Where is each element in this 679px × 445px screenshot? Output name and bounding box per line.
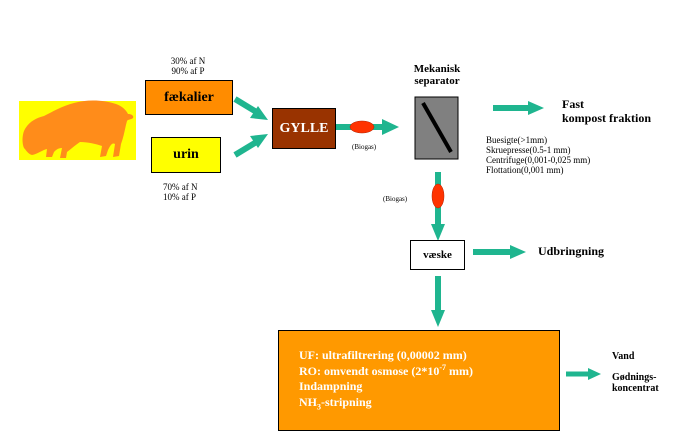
separator-screen-icon: [421, 102, 453, 153]
treatment-ro: RO: omvendt osmose (2*10-7 mm): [299, 362, 559, 380]
biogas-label-vertical: (Biogas): [383, 195, 408, 203]
faekalier-box: fækalier: [145, 80, 233, 115]
liquid-label: væske: [423, 249, 452, 261]
arrow-liquid-to-spreading: [473, 245, 526, 259]
output-concentrate-line2: koncentrat: [612, 383, 659, 394]
separator-title-line2: separator: [414, 75, 460, 87]
urin-nutrient-shares: 70% af N 10% af P: [163, 182, 203, 202]
arrow-faekalier-to-gylle: [233, 96, 268, 120]
treatment-uf: UF: ultrafiltrering (0,00002 mm): [299, 348, 467, 362]
arrow-gylle-to-separator: [336, 119, 399, 135]
method-item: Buesigte(>1mm): [486, 135, 548, 145]
treatment-box: UF: ultrafiltrering (0,00002 mm) RO: omv…: [278, 330, 560, 431]
arrow-urin-to-gylle: [233, 134, 268, 158]
arrow-separator-to-liquid: [431, 172, 445, 241]
solid-line2: kompost fraktion: [562, 111, 652, 125]
treatment-outputs: Vand Gødnings- koncentrat: [612, 351, 659, 394]
separator-title-line1: Mekanisk: [413, 63, 461, 75]
gylle-label: GYLLE: [279, 120, 329, 136]
liquid-box: væske: [410, 240, 465, 270]
arrow-liquid-to-treatment: [431, 276, 445, 327]
biogas-label-horizontal: (Biogas): [352, 143, 377, 151]
gylle-box: GYLLE: [272, 108, 336, 149]
biogas-valve-vertical: [431, 183, 445, 209]
urin-p-share: 10% af P: [163, 192, 196, 202]
treatment-ro-exponent: -7: [439, 362, 446, 372]
faekalier-p-share: 90% af P: [171, 66, 205, 76]
faekalier-nutrient-shares: 30% af N 90% af P: [168, 56, 208, 76]
pig-icon: [22, 100, 134, 158]
faekalier-n-share: 30% af N: [170, 56, 206, 66]
separator-title: Mekanisk separator: [410, 63, 464, 87]
solid-fraction-label: Fast kompost fraktion: [562, 97, 651, 125]
treatment-stripping-text: -stripning: [321, 394, 372, 409]
arrow-treatment-to-outputs: [566, 368, 601, 380]
biogas-valve-horizontal: [349, 120, 375, 134]
solid-line1: Fast: [562, 97, 584, 111]
urin-label: urin: [173, 147, 199, 162]
urin-n-share: 70% af N: [163, 182, 198, 192]
faekalier-label: fækalier: [164, 89, 214, 105]
treatment-ro-unit: mm): [446, 363, 473, 378]
method-item: Flottation(0,001 mm): [486, 165, 564, 175]
treatment-stripping: NH3-stripning: [299, 395, 559, 411]
separation-methods-list: Buesigte(>1mm) Skruepresse(0.5-1 mm) Cen…: [486, 135, 590, 175]
method-item: Skruepresse(0.5-1 mm): [486, 145, 571, 155]
output-concentrate-line1: Gødnings-: [612, 372, 657, 383]
arrow-separator-to-solid: [493, 101, 544, 115]
spreading-label: Udbringning: [538, 244, 605, 258]
treatment-evaporation: Indampning: [299, 379, 363, 393]
treatment-ro-text: RO: omvendt osmose (2*10: [299, 363, 440, 378]
urin-box: urin: [151, 137, 221, 173]
treatment-stripping-subscript: 3: [317, 401, 321, 411]
output-water: Vand: [612, 351, 635, 362]
treatment-stripping-nh: NH: [299, 394, 317, 409]
method-item: Centrifuge(0,001-0,025 mm): [486, 155, 591, 165]
